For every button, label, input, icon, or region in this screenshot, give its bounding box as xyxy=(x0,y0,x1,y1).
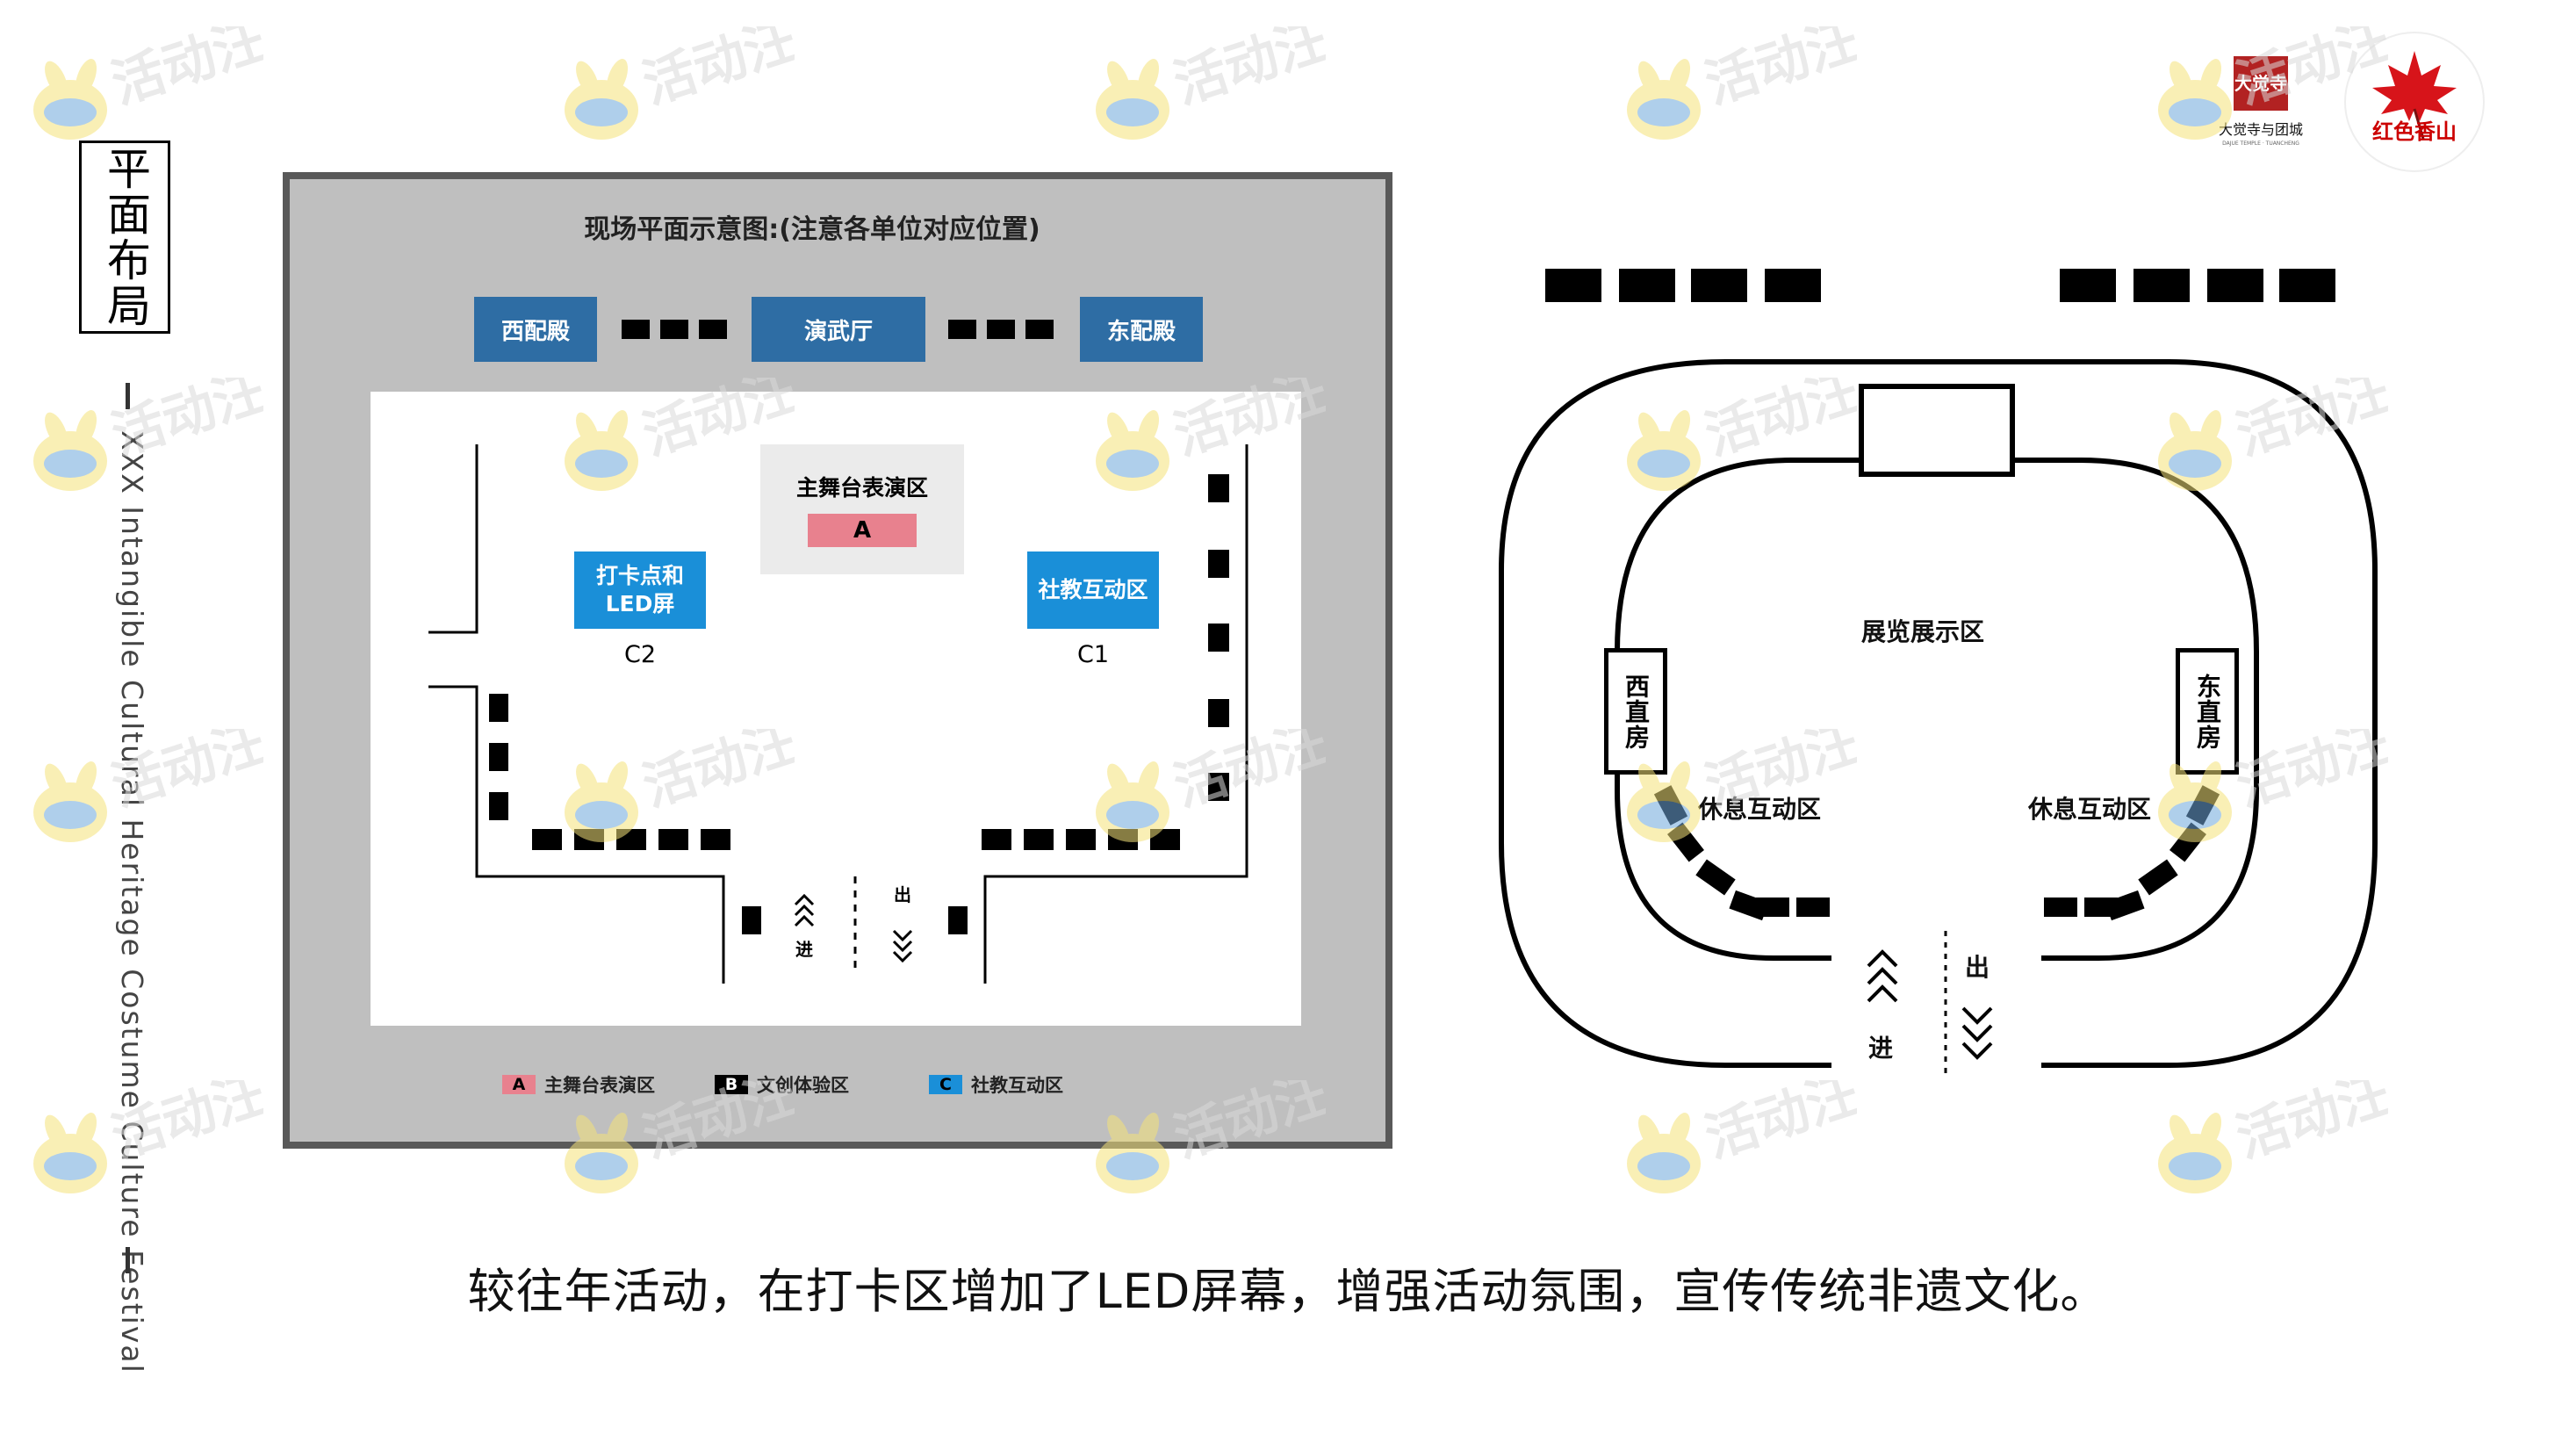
legend-item-creative: B 文创体验区 xyxy=(715,1071,849,1098)
left-entry-label: 进 xyxy=(795,939,813,960)
edu-code: C1 xyxy=(1076,641,1110,668)
dajue-temple-name: 大觉寺与团城 xyxy=(2218,120,2303,138)
left-exit-label: 出 xyxy=(894,884,911,905)
edu-interactive-zone: 社教互动区 xyxy=(1027,551,1159,629)
sidebar-rule-top xyxy=(126,383,130,409)
main-stage-zone xyxy=(760,444,964,574)
checkin-led-zone: 打卡点和 LED屏 xyxy=(574,551,706,629)
west-hall-box: 西配殿 xyxy=(474,297,597,362)
sidebar-rule-bottom xyxy=(126,1247,130,1273)
main-stage-label: 主舞台表演区 xyxy=(795,475,928,501)
legend-item-edu: C 社教互动区 xyxy=(929,1071,1063,1098)
page-caption: 较往年活动，在打卡区增加了LED屏幕，增强活动氛围，宣传传统非遗文化。 xyxy=(467,1264,2109,1319)
rest-area-left-label: 休息互动区 xyxy=(1698,795,1822,824)
right-exit-label: 出 xyxy=(1965,953,1990,982)
right-entry-chevron-up-icon xyxy=(1867,949,1898,1003)
legend-label-stage: 主舞台表演区 xyxy=(544,1075,655,1096)
east-hall-box: 东配殿 xyxy=(1080,297,1203,362)
west-room-box: 西直房 xyxy=(1604,648,1667,775)
exhibition-area-label: 展览展示区 xyxy=(1861,617,1985,646)
exit-chevron-down-icon xyxy=(892,929,913,963)
checkin-code: C2 xyxy=(623,641,657,668)
entry-chevron-up-icon xyxy=(794,893,815,927)
sidebar-title: 平面布局 xyxy=(79,141,170,334)
legend-label-creative: 文创体验区 xyxy=(757,1075,849,1096)
martial-hall-box: 演武厅 xyxy=(752,297,925,362)
checkin-label-line2: LED屏 xyxy=(605,591,675,616)
legend-chip-c: C xyxy=(929,1075,962,1094)
legend-chip-a: A xyxy=(502,1075,536,1094)
right-exit-chevron-down-icon xyxy=(1961,1006,1993,1060)
legend-item-stage: A 主舞台表演区 xyxy=(502,1071,655,1098)
red-xiangshan-logo xyxy=(2344,32,2485,172)
legend-label-edu: 社教互动区 xyxy=(971,1075,1063,1096)
right-entry-label: 进 xyxy=(1868,1034,1894,1063)
rest-area-right-label: 休息互动区 xyxy=(2028,795,2152,824)
east-room-box: 东直房 xyxy=(2176,648,2239,775)
seal-icon: 大觉寺 xyxy=(2234,55,2288,111)
dajue-temple-subtitle: DAJUE TEMPLE · TUANCHENG xyxy=(2222,140,2299,147)
left-plan-title: 现场平面示意图:(注意各单位对应位置) xyxy=(584,214,1040,245)
red-xiangshan-name: 红色香山 xyxy=(2372,119,2457,144)
sidebar-subtitle: XXX Intangible Cultural Heritage Costume… xyxy=(115,430,149,1374)
checkin-label-line1: 打卡点和 xyxy=(595,563,684,588)
maple-leaf-icon xyxy=(2372,51,2457,140)
main-stage-code: A xyxy=(808,514,917,547)
legend-chip-b: B xyxy=(715,1075,748,1094)
